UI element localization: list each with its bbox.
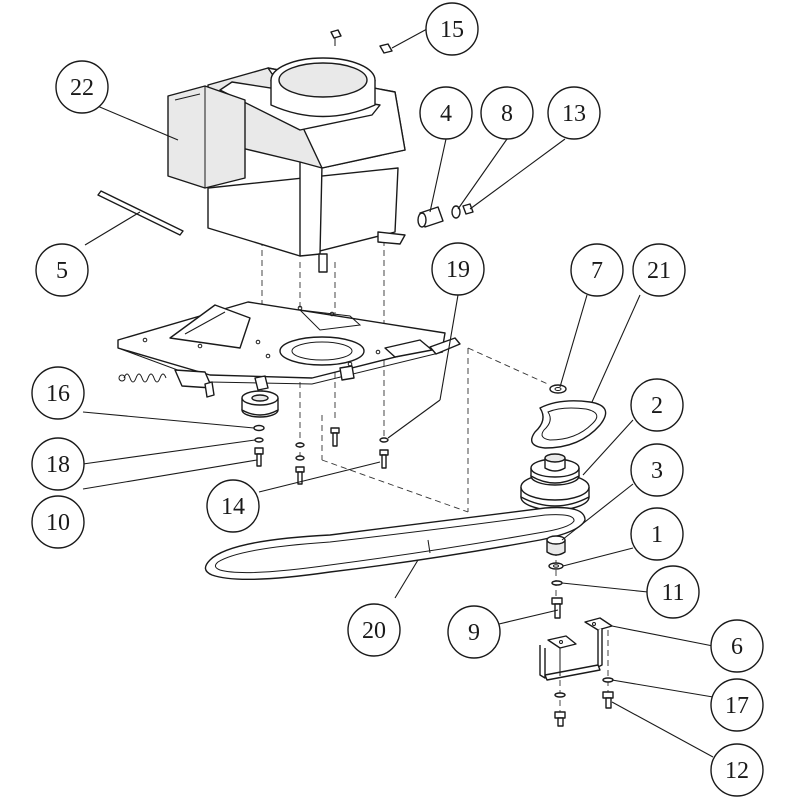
callout-16: 16 [31,366,85,420]
callout-21-label: 21 [647,258,671,284]
washer-part-7 [549,384,567,394]
callout-4-label: 4 [440,101,452,127]
callout-2-label: 2 [651,393,663,419]
callout-6-label: 6 [731,634,743,660]
callout-1-label: 1 [651,522,663,548]
washer-part-19 [379,437,389,443]
washer-part-11 [551,580,563,586]
callout-12: 12 [710,743,764,797]
bolts-part-14 [295,427,389,485]
callout-19-label: 19 [446,257,470,283]
callout-3-label: 3 [651,458,663,484]
callout-3: 3 [630,443,684,497]
callout-9-label: 9 [468,620,480,646]
callout-10: 10 [31,495,85,549]
lower-hardware [554,692,566,727]
callout-8: 8 [480,86,534,140]
callout-2: 2 [630,378,684,432]
spacer-part-4 [417,206,444,228]
callout-14-label: 14 [221,494,245,520]
callout-11: 11 [646,565,700,619]
washer-part-16 [253,424,265,432]
callout-12-label: 12 [725,758,749,784]
callout-13: 13 [547,86,601,140]
callout-8-label: 8 [501,101,513,127]
callout-20: 20 [347,603,401,657]
belt-part-21 [531,400,607,449]
callout-5: 5 [35,243,89,297]
bolt-part-12 [602,691,614,709]
spring [118,373,167,383]
callout-22: 22 [55,60,109,114]
bolt-part-15 [330,29,393,54]
callout-15: 15 [425,2,479,56]
callout-17: 17 [710,678,764,732]
callout-1: 1 [630,507,684,561]
callout-9: 9 [447,605,501,659]
washer-part-17 [602,677,614,683]
pulley-part-2 [520,453,590,511]
nut-part-13 [462,203,474,215]
callout-17-label: 17 [725,693,749,719]
belt-part-20 [204,506,586,581]
callout-22-label: 22 [70,75,94,101]
bracket-part-6 [539,617,613,681]
rod-part-5 [97,190,184,236]
washer-part-1 [548,562,564,570]
callout-18-label: 18 [46,452,70,478]
callout-13-label: 13 [562,101,586,127]
callout-16-label: 16 [46,381,70,407]
callout-18: 18 [31,437,85,491]
callout-19: 19 [431,242,485,296]
bolt-part-9 [551,597,563,619]
callout-21: 21 [632,243,686,297]
callout-15-label: 15 [440,17,464,43]
callout-10-label: 10 [46,510,70,536]
callout-20-label: 20 [362,618,386,644]
callout-7: 7 [570,243,624,297]
deck-plate [117,301,461,398]
callout-11-label: 11 [661,580,684,606]
idler-pulley [241,390,279,418]
callout-4: 4 [419,86,473,140]
leader-lines [82,28,714,758]
callout-14: 14 [206,479,260,533]
washer-part-18 [254,437,264,443]
bolt-part-10 [254,447,264,467]
callout-5-label: 5 [56,258,68,284]
callout-7-label: 7 [591,258,603,284]
spacer-part-3 [546,535,566,556]
callout-6: 6 [710,619,764,673]
engine-part-22 [167,57,406,273]
